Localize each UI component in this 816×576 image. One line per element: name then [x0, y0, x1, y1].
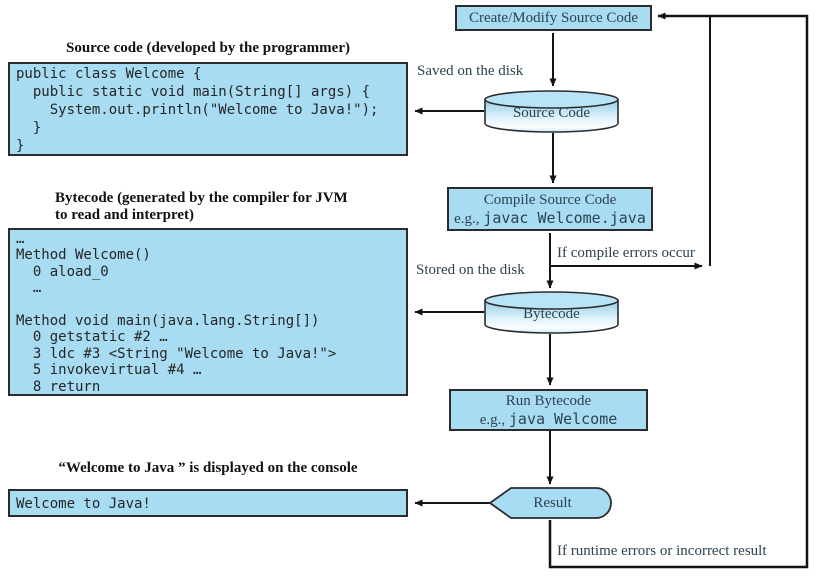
bytecode-listing-text: … Method Welcome() 0 aload_0 … Method vo…: [16, 231, 337, 395]
compile-command: javac Welcome.java: [483, 208, 646, 227]
source-code-cylinder: [484, 90, 619, 133]
bytecode-cylinder-label: Bytecode: [523, 306, 580, 322]
run-eg-prefix: e.g.,: [479, 411, 509, 428]
create-modify-source-box: Create/Modify Source Code: [455, 5, 652, 31]
console-output-text: Welcome to Java!: [16, 496, 151, 512]
bytecode-cylinder: [484, 291, 619, 334]
bytecode-title: Bytecode (generated by the compiler for …: [55, 190, 415, 224]
compile-source-label: Compile Source Code: [483, 191, 617, 208]
run-command: java Welcome: [508, 409, 618, 428]
output-title: “Welcome to Java ” is displayed on the c…: [58, 460, 358, 476]
run-command-line: e.g., java Welcome: [480, 410, 618, 429]
bytecode-title-line2: to read and interpret): [55, 207, 195, 223]
source-code-panel: public class Welcome { public static voi…: [8, 62, 408, 156]
run-bytecode-box: Run Bytecode e.g., java Welcome: [449, 389, 648, 431]
runtime-errors-label: If runtime errors or incorrect result: [557, 543, 767, 559]
compile-source-box: Compile Source Code e.g., javac Welcome.…: [447, 187, 653, 231]
bytecode-panel: … Method Welcome() 0 aload_0 … Method vo…: [8, 228, 408, 396]
source-cylinder-label: Source Code: [512, 105, 591, 121]
stored-on-disk-label: Stored on the disk: [416, 262, 525, 278]
saved-on-disk-label: Saved on the disk: [417, 63, 524, 79]
console-output-panel: Welcome to Java!: [8, 489, 408, 517]
compile-errors-label: If compile errors occur: [557, 245, 695, 261]
source-code-text: public class Welcome { public static voi…: [16, 66, 379, 154]
run-bytecode-label: Run Bytecode: [505, 392, 592, 409]
create-modify-source-label: Create/Modify Source Code: [468, 10, 639, 26]
bytecode-title-line1: Bytecode (generated by the compiler for …: [55, 190, 348, 206]
compile-command-line: e.g., javac Welcome.java: [454, 209, 646, 228]
result-shape-label: Result: [533, 495, 572, 511]
result-shape: [488, 487, 612, 519]
source-code-title: Source code (developed by the programmer…: [66, 40, 350, 56]
arrow-runtime-errors-loop: [548, 12, 809, 569]
compile-eg-prefix: e.g.,: [454, 210, 484, 227]
